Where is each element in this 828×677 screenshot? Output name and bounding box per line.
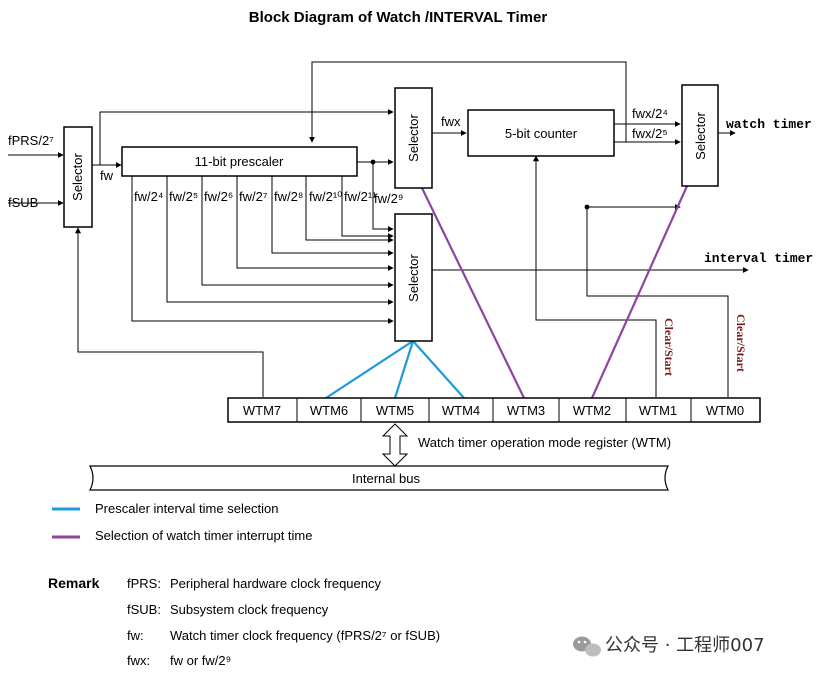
- fwx-selector: Selector: [394, 87, 433, 189]
- prescaler-block: 11-bit prescaler: [121, 146, 358, 177]
- register-bit: WTM1: [639, 403, 677, 418]
- watermark: 公众号 · 工程师007: [573, 635, 765, 657]
- wechat-icon: [573, 636, 601, 657]
- remark-desc: Subsystem clock frequency: [170, 602, 329, 617]
- interrupt-selection-lines: [421, 185, 689, 399]
- double-arrow-icon: [381, 423, 409, 467]
- internal-bus: Internal bus: [89, 465, 669, 491]
- input-selector: Selector: [63, 126, 93, 228]
- svg-text:fw/2⁷: fw/2⁷: [239, 189, 268, 204]
- diagram-title: Block Diagram of Watch /INTERVAL Timer: [249, 9, 548, 26]
- register-bit: WTM2: [573, 403, 611, 418]
- tap-fw29-label: fw/2⁹: [374, 191, 403, 206]
- legend-interrupt-label: Selection of watch timer interrupt time: [95, 528, 312, 543]
- svg-text:fw/2⁴: fw/2⁴: [134, 189, 163, 204]
- watch-timer-output-label: watch timer: [726, 117, 812, 132]
- svg-text:fw/2⁵: fw/2⁵: [169, 189, 198, 204]
- fw-label: fw: [100, 168, 114, 183]
- register-label: Watch timer operation mode register (WTM…: [418, 435, 671, 450]
- register-bit: WTM3: [507, 403, 545, 418]
- remark-term: fPRS:: [127, 576, 161, 591]
- watch-selector: Selector: [681, 84, 719, 187]
- register-bit: WTM7: [243, 403, 281, 418]
- svg-text:11-bit prescaler: 11-bit prescaler: [195, 154, 284, 169]
- input-fsub-label: fSUB: [8, 195, 38, 210]
- svg-text:fw/2⁶: fw/2⁶: [204, 189, 233, 204]
- register-bit: WTM4: [442, 403, 480, 418]
- remark-title: Remark: [48, 575, 100, 591]
- svg-text:Selector: Selector: [693, 111, 708, 159]
- interval-timer-output-label: interval timer: [704, 251, 813, 266]
- clear-start-label-wtm0: Clear/Start: [734, 314, 748, 372]
- register-bit: WTM6: [310, 403, 348, 418]
- watermark-text: 公众号 · 工程师007: [605, 635, 765, 656]
- prescaler-tap-labels: fw/2⁴ fw/2⁵ fw/2⁶ fw/2⁷ fw/2⁸ fw/2¹⁰ fw/…: [134, 189, 377, 204]
- remark-desc: Watch timer clock frequency (fPRS/2⁷ or …: [170, 628, 440, 643]
- remark-term: fwx:: [127, 653, 150, 668]
- svg-text:fw/2¹¹: fw/2¹¹: [344, 189, 377, 204]
- counter-output-1-label: fwx/2⁴: [632, 106, 668, 121]
- legend-prescaler-label: Prescaler interval time selection: [95, 501, 279, 516]
- svg-text:fw/2⁸: fw/2⁸: [274, 189, 303, 204]
- counter-block: 5-bit counter: [467, 109, 615, 157]
- remark-term: fw:: [127, 628, 144, 643]
- register-bit: WTM0: [706, 403, 744, 418]
- interval-selector: Selector: [394, 213, 433, 342]
- register-bit: WTM5: [376, 403, 414, 418]
- signal-wiring: [8, 61, 749, 397]
- remark-desc: fw or fw/2⁹: [170, 653, 231, 668]
- svg-text:5-bit counter: 5-bit counter: [505, 126, 578, 141]
- remark-desc: Peripheral hardware clock frequency: [170, 576, 381, 591]
- fwx-label: fwx: [441, 114, 461, 129]
- counter-output-2-label: fwx/2⁵: [632, 126, 668, 141]
- svg-text:Selector: Selector: [70, 152, 85, 200]
- remark-term: fSUB:: [127, 602, 161, 617]
- prescaler-selection-lines: [325, 340, 465, 399]
- clear-start-label-wtm1: Clear/Start: [662, 318, 676, 376]
- wtm-register: WTM7 WTM6 WTM5 WTM4 WTM3 WTM2 WTM1 WTM0: [227, 397, 761, 423]
- svg-text:Internal bus: Internal bus: [352, 471, 420, 486]
- remark-section: Remark fPRS: Peripheral hardware clock f…: [48, 575, 440, 668]
- svg-text:Selector: Selector: [406, 113, 421, 161]
- svg-text:Selector: Selector: [406, 253, 421, 301]
- svg-text:fw/2¹⁰: fw/2¹⁰: [309, 189, 342, 204]
- legend: Prescaler interval time selection Select…: [52, 501, 312, 543]
- input-fprs-label: fPRS/2⁷: [8, 133, 54, 148]
